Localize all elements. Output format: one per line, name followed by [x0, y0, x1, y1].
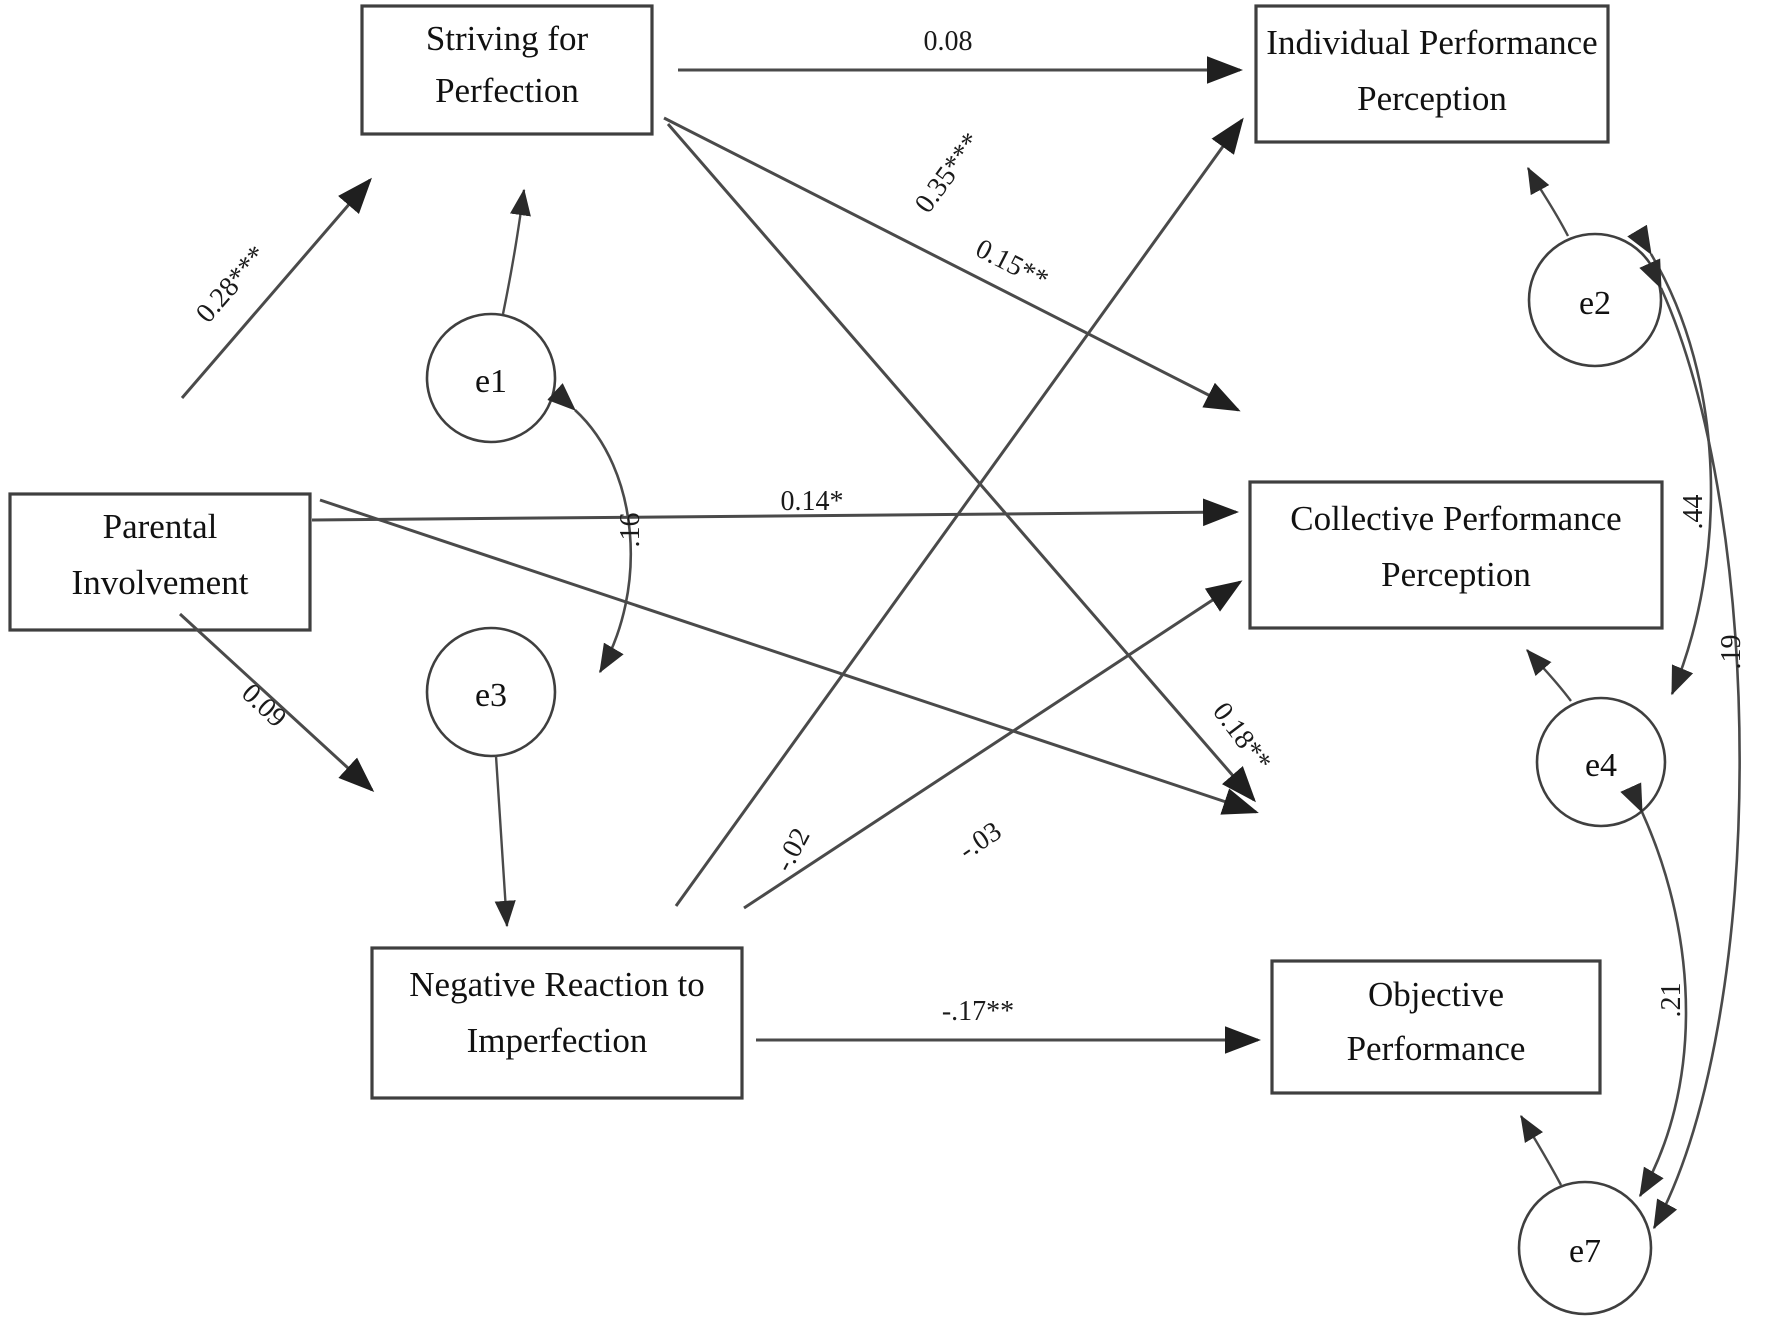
- error-label-e4: e4: [1585, 747, 1617, 784]
- path-parental-to-collective: [311, 498, 1239, 527]
- node-individual-line1: Individual Performance: [1266, 23, 1597, 62]
- coef-e2-e4-covariance: .44: [1678, 495, 1709, 530]
- node-parental-line1: Parental: [103, 507, 218, 546]
- node-negative-reaction-to-imperfection: Negative Reaction to Imperfection: [370, 946, 744, 1100]
- coef-negative-to-collective: -.03: [953, 816, 1007, 866]
- path-parental-to-negative: [178, 612, 375, 793]
- node-collective-line1: Collective Performance: [1290, 499, 1621, 538]
- path-negative-to-collective: [743, 580, 1243, 910]
- node-individual-performance-perception: Individual Performance Perception: [1254, 4, 1610, 144]
- error-path-e3-to-negative: [494, 755, 516, 928]
- node-striving-line2: Perfection: [435, 71, 579, 110]
- coef-e4-e7-covariance: .21: [1656, 983, 1687, 1018]
- coef-parental-to-negative: 0.09: [235, 678, 292, 734]
- path-striving-to-objective: [666, 123, 1256, 803]
- coef-parental-to-objective: 0.18**: [1206, 697, 1277, 777]
- coef-striving-to-individual: 0.08: [924, 26, 973, 57]
- covariance-e4-e7: [1620, 782, 1688, 1198]
- error-path-e2-to-individual: [1526, 166, 1570, 237]
- coef-e1-e3-covariance: .16: [615, 513, 646, 548]
- error-node-e3: e3: [425, 626, 557, 758]
- path-parental-to-striving: [180, 177, 372, 399]
- coef-striving-to-objective: -.02: [768, 823, 816, 877]
- node-striving-for-perfection: Striving for Perfection: [360, 4, 654, 136]
- error-label-e3: e3: [475, 677, 507, 714]
- covariance-e2-e7: [1639, 258, 1741, 1230]
- error-label-e7: e7: [1569, 1233, 1601, 1270]
- node-collective-performance-perception: Collective Performance Perception: [1248, 480, 1664, 630]
- node-objective-line1: Objective: [1368, 975, 1504, 1014]
- coef-striving-to-collective: 0.15**: [971, 233, 1054, 296]
- node-collective-line2: Perception: [1381, 555, 1531, 594]
- error-path-e4-to-collective: [1526, 649, 1572, 702]
- error-node-e1: e1: [425, 312, 557, 444]
- path-striving-to-collective: [663, 116, 1241, 412]
- covariance-e2-e4: [1627, 224, 1713, 696]
- node-negative-line2: Imperfection: [467, 1021, 648, 1060]
- error-node-e2: e2: [1527, 232, 1663, 368]
- node-objective-line2: Performance: [1347, 1029, 1526, 1068]
- error-label-e2: e2: [1579, 285, 1611, 322]
- coef-parental-to-collective: 0.14*: [781, 486, 844, 517]
- error-path-e7-to-objective: [1519, 1114, 1563, 1186]
- node-striving-line1: Striving for: [426, 19, 589, 58]
- node-negative-line1: Negative Reaction to: [409, 965, 704, 1004]
- coef-e2-e7-covariance: .19: [1716, 635, 1747, 670]
- node-parental-involvement: Parental Involvement: [8, 492, 312, 632]
- coef-negative-to-individual: 0.35***: [909, 127, 988, 219]
- error-path-e1-to-striving: [501, 188, 531, 315]
- error-node-e4: e4: [1535, 696, 1667, 828]
- path-parental-to-objective: [319, 498, 1259, 815]
- node-parental-line2: Involvement: [72, 563, 249, 602]
- node-objective-performance: Objective Performance: [1270, 959, 1602, 1095]
- coef-negative-to-objective: -.17**: [942, 996, 1014, 1027]
- error-node-e7: e7: [1517, 1180, 1653, 1316]
- coef-parental-to-striving: 0.28***: [190, 240, 273, 329]
- error-label-e1: e1: [475, 363, 507, 400]
- covariance-e1-e3: [547, 383, 633, 674]
- node-individual-line2: Perception: [1357, 79, 1507, 118]
